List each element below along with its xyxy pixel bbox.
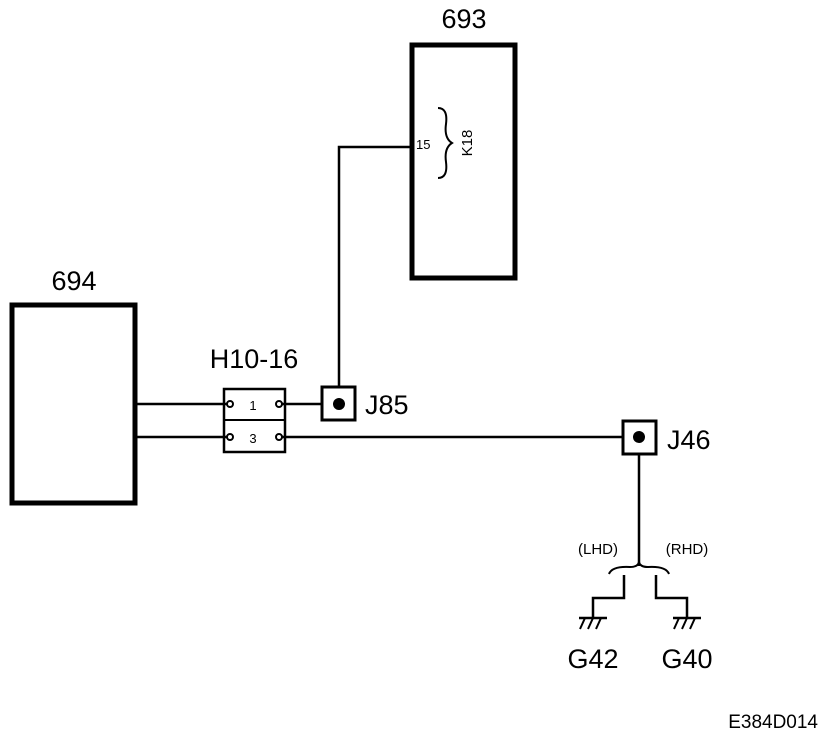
splice-j46-dot <box>633 431 645 443</box>
module-694-box <box>9 302 138 506</box>
variant-lhd-label: (LHD) <box>578 541 618 558</box>
variant-rhd-label: (RHD) <box>666 541 709 558</box>
wire-j85-to-693-pin-15 <box>337 145 412 387</box>
ground-g42-icon <box>579 616 607 630</box>
connector-h10-16-label: H10-16 <box>210 344 299 374</box>
splice-j46-label: J46 <box>667 425 711 455</box>
wire-to-ground-g42 <box>591 575 626 618</box>
module-694-label: 694 <box>51 266 96 296</box>
splice-j85-dot <box>333 398 345 410</box>
connector-pin-1-left-terminal <box>226 400 234 408</box>
splice-j85-label: J85 <box>365 390 409 420</box>
connector-k18-label: K18 <box>459 130 476 157</box>
variant-split-brace <box>608 561 670 575</box>
ground-g40-label: G40 <box>661 644 712 674</box>
connector-k18-brace <box>437 107 454 179</box>
module-693-pin-number: 15 <box>416 137 430 152</box>
connector-pin-1-right-terminal <box>275 400 283 408</box>
connector-pin-3-left-terminal <box>226 433 234 441</box>
splice-j46-box <box>621 419 658 456</box>
connector-pin-3-right-terminal <box>275 433 283 441</box>
ground-g40-icon <box>673 616 701 630</box>
wire-to-ground-g40 <box>654 575 689 618</box>
figure-code: E384D014 <box>728 712 818 733</box>
module-693-box <box>409 42 518 281</box>
ground-g42-label: G42 <box>567 644 618 674</box>
connector-pin-1-label: 1 <box>249 398 256 413</box>
connector-pin-3-label: 3 <box>249 431 256 446</box>
module-693-label: 693 <box>441 4 486 34</box>
